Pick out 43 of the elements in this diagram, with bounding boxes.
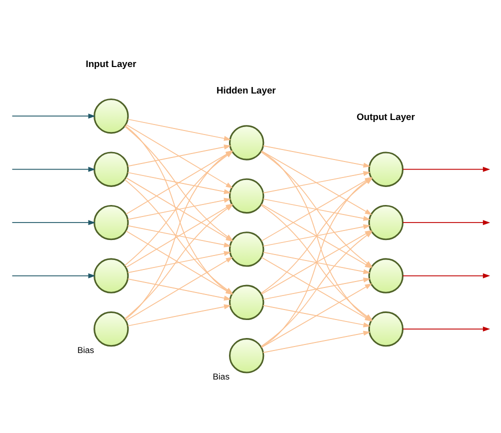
arrow <box>262 224 371 247</box>
arrow <box>127 198 232 220</box>
label: Input Layer <box>86 58 136 69</box>
arrow <box>402 273 490 278</box>
arrow <box>127 251 232 274</box>
node-circle <box>228 232 264 267</box>
node-label: Bias <box>212 371 230 382</box>
node-circle <box>368 204 404 240</box>
node-circle <box>228 338 264 374</box>
node-circle <box>368 152 404 187</box>
arrow <box>127 118 232 141</box>
arrow <box>127 144 232 167</box>
arrow <box>402 326 490 332</box>
arrow <box>12 166 96 172</box>
node-label: Bias <box>77 344 94 355</box>
node-circle <box>368 258 404 294</box>
node-circle <box>94 98 129 134</box>
arrow <box>12 273 96 278</box>
label: Output Layer <box>356 111 415 122</box>
node-circle <box>228 284 264 320</box>
label: Hidden Layer <box>216 84 276 96</box>
node-circle <box>94 204 129 240</box>
node-circle <box>228 178 264 214</box>
arrow <box>262 305 371 328</box>
arrow <box>402 166 490 172</box>
arrow <box>262 278 371 300</box>
arrow <box>127 172 232 194</box>
node-circle <box>94 311 129 347</box>
arrow <box>262 330 371 354</box>
arrow <box>262 198 371 221</box>
arrow <box>127 225 232 248</box>
arrow <box>127 278 232 301</box>
node-circle <box>94 152 129 187</box>
arrow <box>127 304 232 326</box>
node-circle <box>228 125 264 160</box>
arrow <box>402 220 490 226</box>
arrow <box>12 220 96 226</box>
arrow <box>262 145 371 168</box>
node-circle <box>94 258 129 294</box>
arrow <box>12 114 96 119</box>
arrow <box>262 171 371 194</box>
node-circle <box>368 311 404 347</box>
arrow <box>262 252 371 274</box>
